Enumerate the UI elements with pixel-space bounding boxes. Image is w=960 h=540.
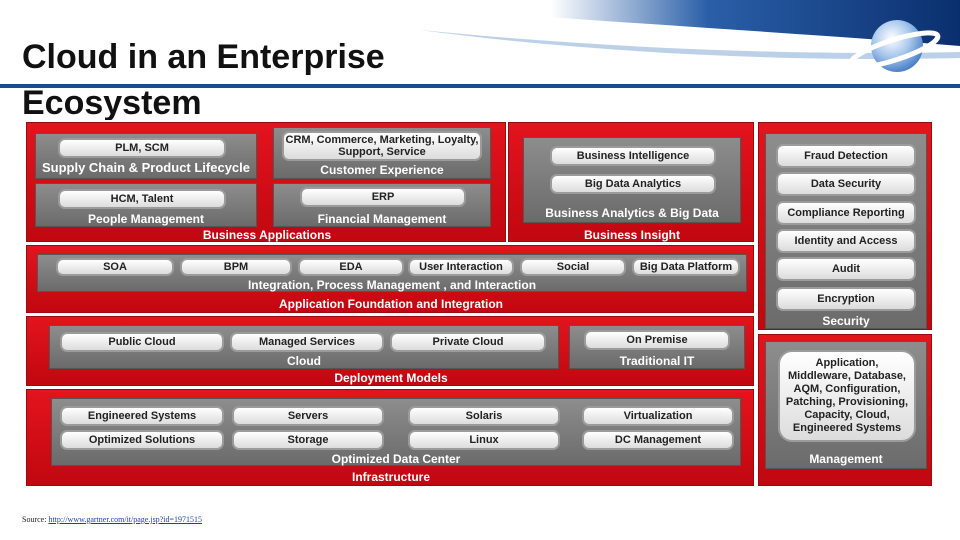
financial-management-label: Financial Management xyxy=(317,212,447,226)
public-cloud-pill: Public Cloud xyxy=(60,332,224,352)
application-foundation-label: Application Foundation and Integration xyxy=(279,297,503,311)
traditional-it-box: On Premise Traditional IT xyxy=(569,325,745,369)
security-box: Fraud Detection Data Security Compliance… xyxy=(765,133,927,329)
virtualization-pill: Virtualization xyxy=(582,406,734,426)
business-applications-label: Business Applications xyxy=(202,228,332,242)
fraud-detection-pill: Fraud Detection xyxy=(776,144,916,168)
social-pill: Social xyxy=(520,258,626,276)
optimized-data-center-label: Optimized Data Center xyxy=(331,452,461,466)
customer-experience-label: Customer Experience xyxy=(320,163,444,177)
source-label: Source: xyxy=(22,515,47,524)
big-data-analytics-pill: Big Data Analytics xyxy=(550,174,716,194)
cloud-box: Public Cloud Managed Services Private Cl… xyxy=(49,325,559,369)
big-data-platform-pill: Big Data Platform xyxy=(632,258,740,276)
linux-pill: Linux xyxy=(408,430,560,450)
source-link[interactable]: http://www.gartner.com/it/page.jsp?id=19… xyxy=(48,515,202,524)
compliance-reporting-pill: Compliance Reporting xyxy=(776,201,916,225)
optimized-solutions-pill: Optimized Solutions xyxy=(60,430,224,450)
business-analytics-label: Business Analytics & Big Data xyxy=(545,206,719,220)
on-premise-pill: On Premise xyxy=(584,330,730,350)
customer-experience-box: CRM, Commerce, Marketing, Loyalty, Suppo… xyxy=(273,127,491,179)
integration-box: SOA BPM EDA User Interaction Social Big … xyxy=(37,254,747,292)
audit-pill: Audit xyxy=(776,257,916,281)
encryption-pill: Encryption xyxy=(776,287,916,311)
hcm-talent-pill: HCM, Talent xyxy=(58,189,226,209)
people-management-box: HCM, Talent People Management xyxy=(35,183,257,227)
infrastructure-panel: Engineered Systems Servers Solaris Virtu… xyxy=(26,389,754,486)
management-panel: Application, Middleware, Database, AQM, … xyxy=(758,334,932,486)
cloud-label: Cloud xyxy=(287,354,321,368)
planet-logo-icon xyxy=(847,20,941,72)
financial-management-box: ERP Financial Management xyxy=(273,183,491,227)
enterprise-diagram: PLM, SCM Supply Chain & Product Lifecycl… xyxy=(24,120,934,486)
bpm-pill: BPM xyxy=(180,258,292,276)
user-interaction-pill: User Interaction xyxy=(408,258,514,276)
application-foundation-panel: SOA BPM EDA User Interaction Social Big … xyxy=(26,245,754,313)
erp-pill: ERP xyxy=(300,187,466,207)
crm-pill: CRM, Commerce, Marketing, Loyalty, Suppo… xyxy=(282,131,482,161)
security-label: Security xyxy=(822,314,870,328)
servers-pill: Servers xyxy=(232,406,384,426)
plm-scm-pill: PLM, SCM xyxy=(58,138,226,158)
data-security-pill: Data Security xyxy=(776,172,916,196)
management-label: Management xyxy=(809,452,883,466)
supply-chain-label: Supply Chain & Product Lifecycle xyxy=(41,160,251,175)
business-analytics-box: Business Intelligence Big Data Analytics… xyxy=(523,137,741,223)
solaris-pill: Solaris xyxy=(408,406,560,426)
security-panel: Fraud Detection Data Security Compliance… xyxy=(758,122,932,330)
business-intelligence-pill: Business Intelligence xyxy=(550,146,716,166)
optimized-data-center-box: Engineered Systems Servers Solaris Virtu… xyxy=(51,398,741,466)
soa-pill: SOA xyxy=(56,258,174,276)
engineered-systems-pill: Engineered Systems xyxy=(60,406,224,426)
private-cloud-pill: Private Cloud xyxy=(390,332,546,352)
deployment-models-label: Deployment Models xyxy=(334,371,448,385)
managed-services-pill: Managed Services xyxy=(230,332,384,352)
business-insight-label: Business Insight xyxy=(583,228,681,242)
business-applications-panel: PLM, SCM Supply Chain & Product Lifecycl… xyxy=(26,122,506,242)
identity-access-pill: Identity and Access xyxy=(776,229,916,253)
slide-title: Cloud in an Enterprise Ecosystem xyxy=(22,38,385,122)
dc-management-pill: DC Management xyxy=(582,430,734,450)
people-management-label: People Management xyxy=(87,212,205,226)
management-items-pill: Application, Middleware, Database, AQM, … xyxy=(778,350,916,442)
eda-pill: EDA xyxy=(298,258,404,276)
infrastructure-label: Infrastructure xyxy=(351,470,431,484)
management-box: Application, Middleware, Database, AQM, … xyxy=(765,341,927,469)
business-insight-panel: Business Intelligence Big Data Analytics… xyxy=(508,122,754,242)
integration-label: Integration, Process Management , and In… xyxy=(247,278,537,292)
source-citation: Source: http://www.gartner.com/it/page.j… xyxy=(22,515,202,524)
supply-chain-box: PLM, SCM Supply Chain & Product Lifecycl… xyxy=(35,133,257,179)
storage-pill: Storage xyxy=(232,430,384,450)
deployment-models-panel: Public Cloud Managed Services Private Cl… xyxy=(26,316,754,386)
traditional-it-label: Traditional IT xyxy=(619,354,695,368)
